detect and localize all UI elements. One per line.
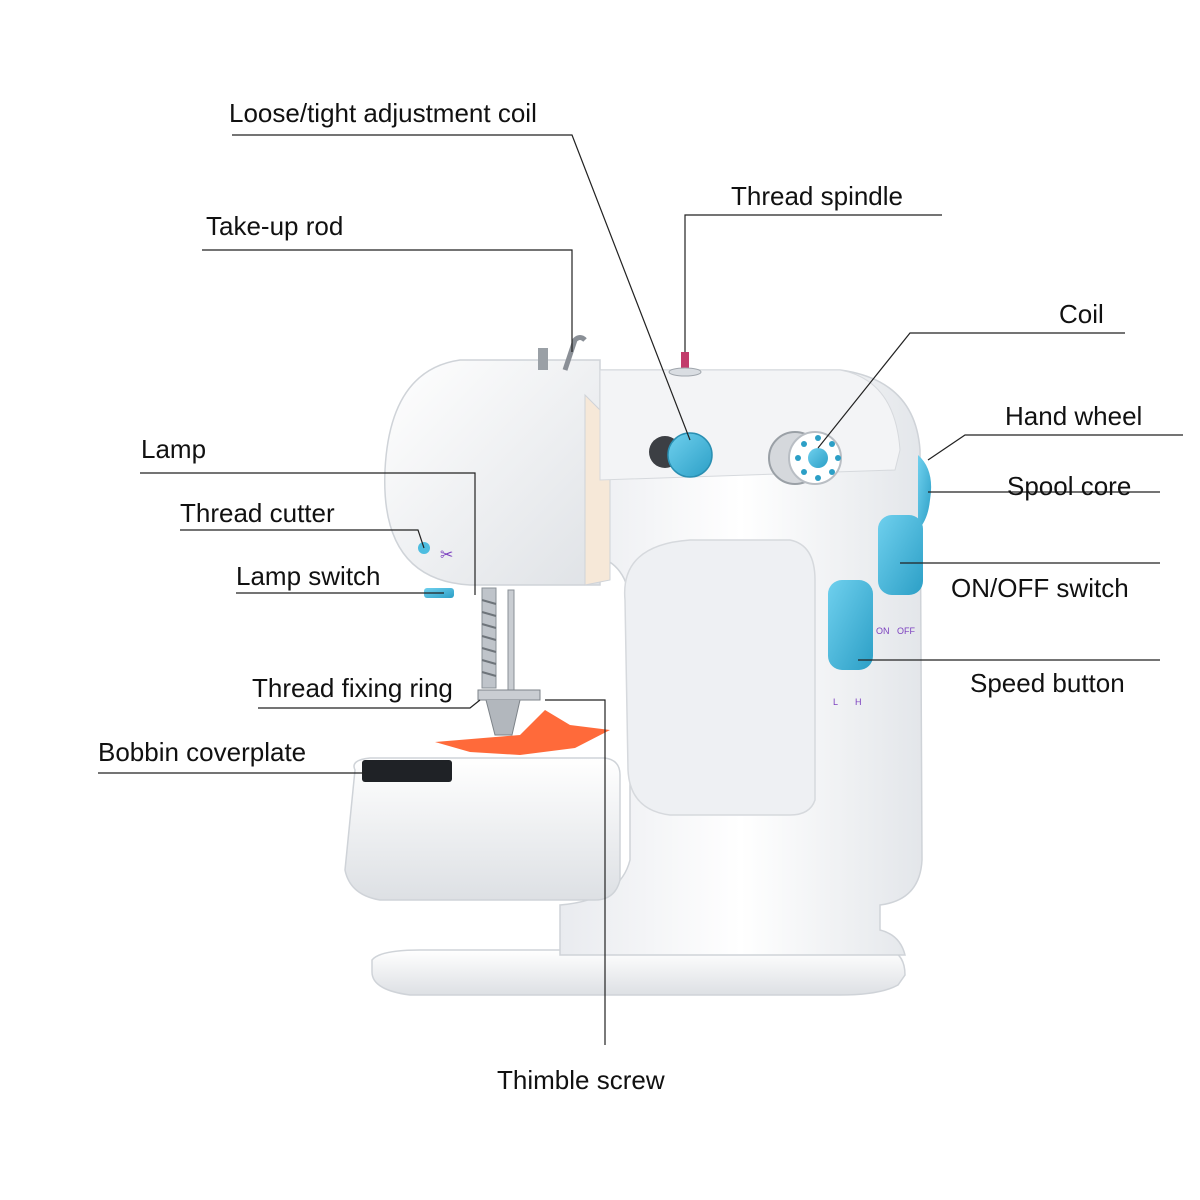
fabric-piece (435, 710, 610, 755)
thread-spindle-part (681, 352, 689, 372)
bobbin-coverplate-part (362, 760, 452, 782)
label-thread-spindle: Thread spindle (731, 181, 903, 211)
label-bobbin-coverplate: Bobbin coverplate (98, 737, 307, 767)
label-on-off-switch: ON/OFF switch (951, 573, 1129, 603)
label-take-up-rod: Take-up rod (206, 211, 344, 241)
label-coil: Coil (1059, 299, 1104, 329)
loose-tight-knob[interactable] (667, 432, 713, 478)
label-thread-cutter: Thread cutter (180, 498, 335, 528)
leader-coil (817, 332, 1125, 449)
label-speed-button: Speed button (970, 668, 1125, 698)
free-arm (344, 757, 621, 901)
label-lamp-switch: Lamp switch (236, 561, 381, 591)
speed-button-part[interactable] (828, 580, 873, 670)
leader-take-up-rod (202, 249, 573, 352)
off-marking: OFF (897, 626, 915, 636)
hand-wheel-part[interactable] (918, 455, 932, 530)
scissors-icon: ✂ (440, 545, 453, 564)
thread-spindle-cap (668, 367, 702, 377)
coil-holes (795, 435, 841, 481)
coil-hub (808, 448, 828, 468)
on-off-switch-button[interactable] (878, 515, 923, 595)
label-lamp: Lamp (141, 434, 207, 464)
upper-arm (599, 369, 901, 481)
label-loose-tight-adjustment-coil: Loose/tight adjustment coil (229, 98, 537, 128)
leader-thimble (545, 699, 606, 1045)
low-marking: L (833, 697, 838, 707)
leader-thread-fixing (258, 699, 481, 709)
label-spool-core: Spool core (1007, 471, 1132, 501)
base-plate (371, 949, 906, 996)
high-marking: H (855, 697, 862, 707)
take-up-rod-part (562, 335, 587, 371)
switch-markings: ON OFF L H (833, 626, 915, 707)
needle-assembly (477, 587, 541, 736)
leader-lines (98, 134, 1183, 1045)
arm-opening (623, 539, 816, 816)
leader-lamp (140, 472, 476, 595)
leader-thread-cutter (180, 529, 425, 549)
leader-hand-wheel (927, 434, 1183, 461)
label-thread-fixing-ring: Thread fixing ring (252, 673, 453, 703)
leader-thread-spindle (684, 214, 942, 352)
label-hand-wheel: Hand wheel (1005, 401, 1143, 431)
thread-guide-post (538, 348, 548, 370)
machine-head (384, 359, 601, 586)
on-marking: ON (876, 626, 890, 636)
label-thimble-screw: Thimble screw (497, 1065, 665, 1095)
leader-loose-tight (232, 134, 691, 441)
